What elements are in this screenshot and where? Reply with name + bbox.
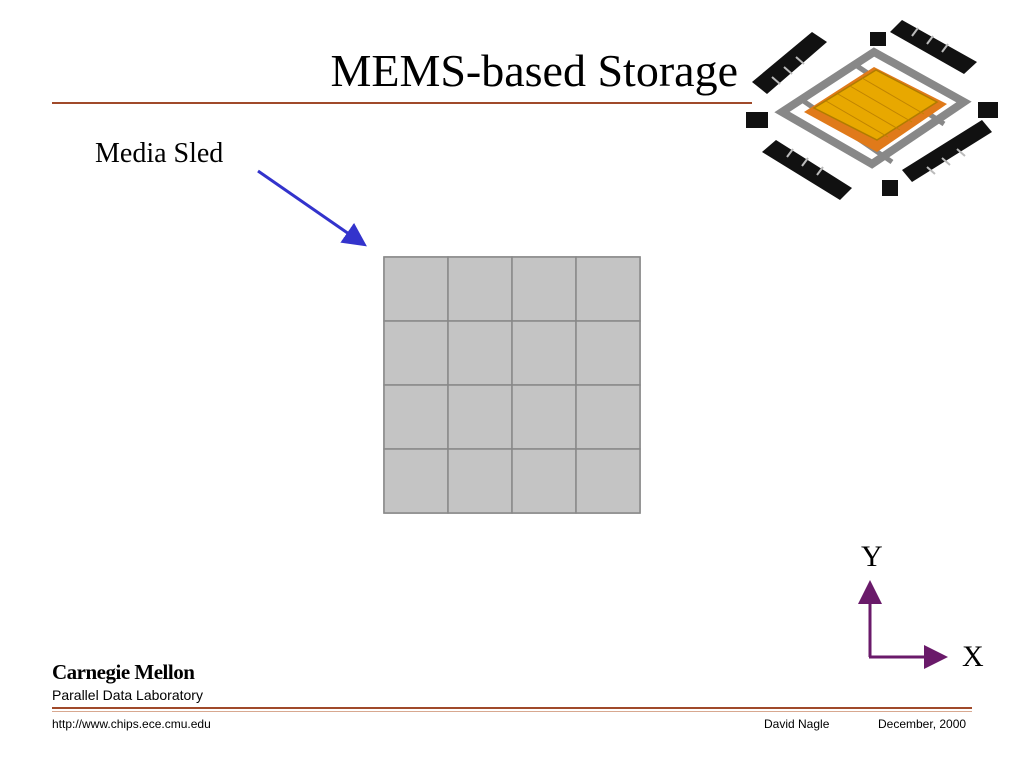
sled-cell	[447, 320, 513, 386]
xy-axes	[858, 580, 948, 669]
sled-cell	[383, 448, 449, 514]
footer-url: http://www.chips.ece.cmu.edu	[52, 717, 211, 731]
footer-divider	[52, 707, 972, 709]
sled-cell	[447, 256, 513, 322]
sled-cell	[447, 448, 513, 514]
sled-cell	[383, 256, 449, 322]
sled-cell	[511, 256, 577, 322]
x-axis-label: X	[962, 640, 984, 673]
sled-cell	[511, 448, 577, 514]
y-axis-label: Y	[861, 540, 883, 573]
title-divider	[52, 102, 752, 104]
footer-date: December, 2000	[878, 717, 967, 731]
media-sled-label: Media Sled	[95, 138, 224, 169]
footer-divider-thin	[52, 711, 972, 712]
sled-cell	[575, 320, 641, 386]
sled-cell	[575, 448, 641, 514]
sled-cell	[447, 384, 513, 450]
slide-title: MEMS-based Storage	[330, 45, 738, 96]
sled-pointer-arrow	[257, 169, 367, 247]
sled-cell	[575, 256, 641, 322]
sled-cell	[511, 320, 577, 386]
carnegie-mellon-logo: Carnegie Mellon	[52, 660, 195, 684]
media-sled-grid	[383, 256, 641, 514]
mems-chip-illustration	[746, 20, 998, 200]
footer-author: David Nagle	[764, 717, 830, 731]
lab-name: Parallel Data Laboratory	[52, 687, 203, 703]
sled-cell	[383, 320, 449, 386]
sled-cell	[575, 384, 641, 450]
sled-cell	[383, 384, 449, 450]
sled-cell	[511, 384, 577, 450]
